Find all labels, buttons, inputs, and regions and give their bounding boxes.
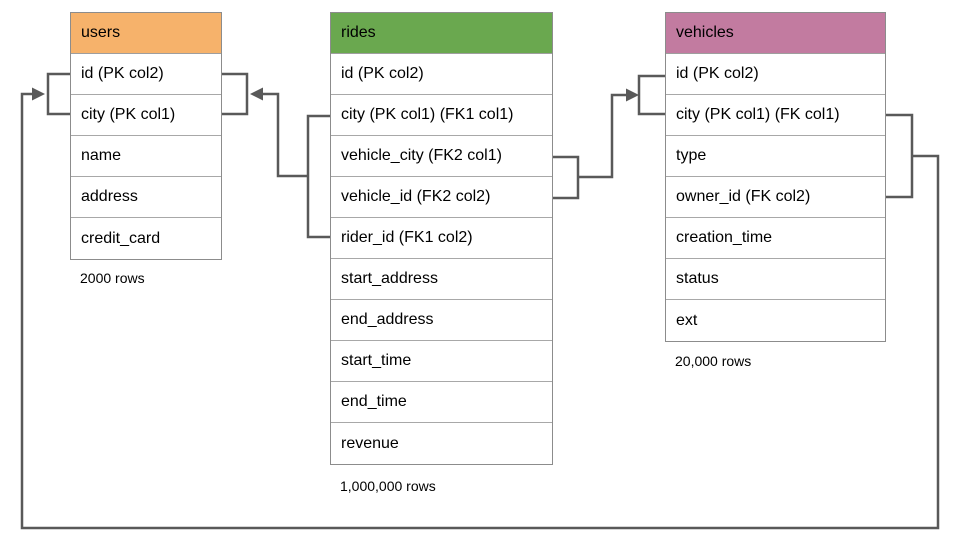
column-row: city (PK col1) [71,95,221,136]
table-header-rides: rides [331,13,552,54]
column-row: id (PK col2) [71,54,221,95]
column-row: status [666,259,885,300]
column-row: creation_time [666,218,885,259]
table-users: users id (PK col2) city (PK col1) name a… [70,12,222,260]
column-row: end_address [331,300,552,341]
column-row: owner_id (FK col2) [666,177,885,218]
table-rides: rides id (PK col2) city (PK col1) (FK1 c… [330,12,553,465]
column-row: end_time [331,382,552,423]
column-row: vehicle_id (FK2 col2) [331,177,552,218]
vehicles-left-bracket [637,74,665,116]
column-row: id (PK col2) [666,54,885,95]
rides-left-bracket [306,114,330,239]
users-right-bracket [222,72,249,116]
column-row: city (PK col1) (FK1 col1) [331,95,552,136]
table-header-vehicles: vehicles [666,13,885,54]
column-row: address [71,177,221,218]
column-row: type [666,136,885,177]
column-row: start_time [331,341,552,382]
vehicles-right-bracket [886,113,914,199]
arrowhead-to-vehicles-icon [626,88,639,102]
table-header-users: users [71,13,221,54]
column-row: credit_card [71,218,221,259]
column-row: revenue [331,423,552,464]
arrowhead-to-users-icon [250,87,263,101]
column-row: start_address [331,259,552,300]
column-row: vehicle_city (FK2 col1) [331,136,552,177]
rides-right-bracket [553,155,580,200]
column-row: name [71,136,221,177]
column-row: ext [666,300,885,341]
fk2-rides-to-vehicles-line [578,93,626,179]
column-row: city (PK col1) (FK col1) [666,95,885,136]
column-row: rider_id (FK1 col2) [331,218,552,259]
fk-vehicles-to-users-line [20,92,940,530]
row-count-rides: 1,000,000 rows [340,478,436,494]
column-row: id (PK col2) [331,54,552,95]
users-left-bracket [46,72,70,116]
table-vehicles: vehicles id (PK col2) city (PK col1) (FK… [665,12,886,342]
row-count-vehicles: 20,000 rows [675,353,752,369]
fk1-rides-to-users-line [253,92,308,178]
arrowhead-to-users-bottom-icon [32,87,45,101]
row-count-users: 2000 rows [80,270,145,286]
